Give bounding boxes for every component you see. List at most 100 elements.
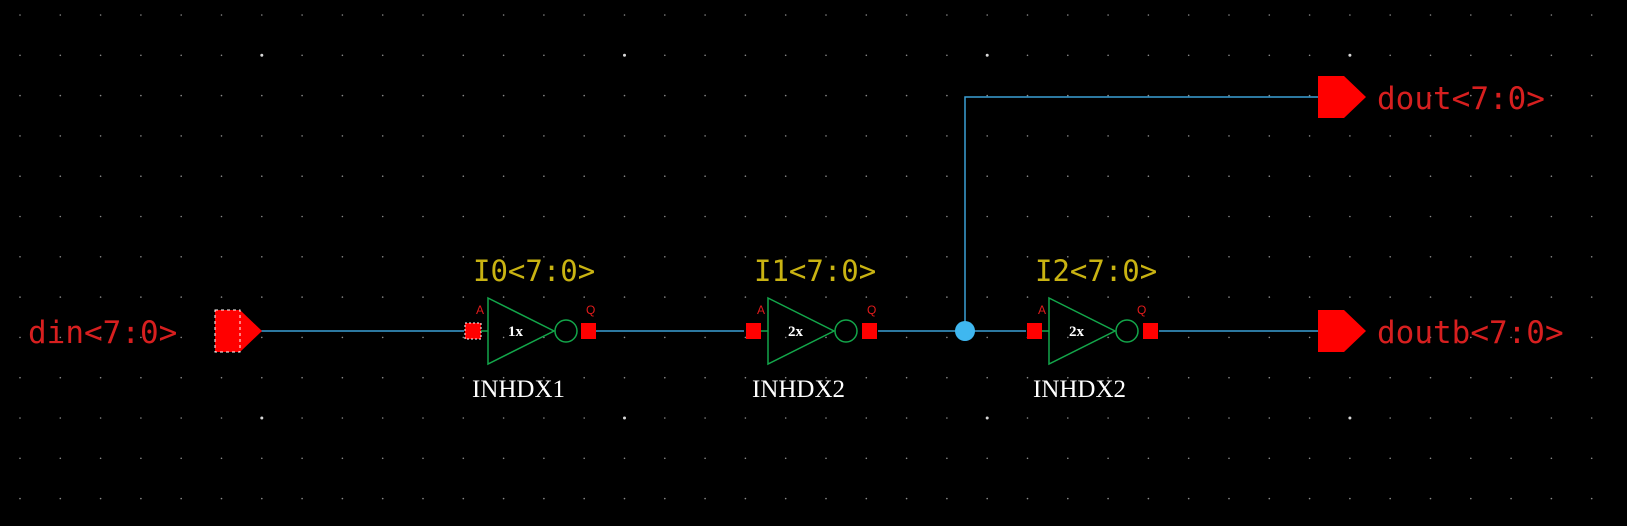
inverter-bubble xyxy=(834,319,858,343)
input-pin-a[interactable] xyxy=(746,323,761,339)
grid-dot xyxy=(825,94,827,97)
grid-dot xyxy=(502,94,505,97)
grid-dot xyxy=(1550,376,1553,379)
grid-dot xyxy=(1228,14,1230,16)
grid-dot xyxy=(543,175,545,177)
grid-dot xyxy=(784,54,787,57)
grid-dot xyxy=(543,135,545,137)
grid-dot xyxy=(301,336,303,339)
grid-dot xyxy=(99,255,102,258)
grid-dot xyxy=(381,457,384,460)
grid-dot xyxy=(784,175,787,177)
inverter-instance-i1[interactable]: I1<7:0> A Q 2x INHDX2 xyxy=(746,254,877,403)
grid-dot xyxy=(180,175,182,177)
grid-dot xyxy=(1308,457,1311,460)
inverter-instance-i0[interactable]: I0<7:0> A Q 1x INHDX1 xyxy=(464,254,596,403)
grid-dot xyxy=(905,54,908,57)
grid-dot xyxy=(19,175,21,177)
grid-dot xyxy=(462,175,465,177)
grid-dot xyxy=(1510,14,1512,16)
grid-dot xyxy=(1026,296,1029,298)
pin-label-q: Q xyxy=(1137,303,1146,317)
grid-dot xyxy=(704,336,706,339)
grid-dot xyxy=(59,336,62,339)
pin-label-a: A xyxy=(476,303,484,317)
grid-dot xyxy=(341,457,344,460)
cell-name: INHDX2 xyxy=(1033,376,1126,403)
grid-dot xyxy=(140,376,142,379)
grid-dot xyxy=(704,296,706,298)
input-pin-a[interactable] xyxy=(465,323,481,339)
grid-dot xyxy=(422,296,424,298)
grid-dot xyxy=(180,296,182,298)
output-port-doutb[interactable]: doutb<7:0> xyxy=(1318,310,1564,352)
output-port-dout[interactable]: dout<7:0> xyxy=(1318,76,1545,118)
grid-dot xyxy=(381,94,384,97)
grid-dot xyxy=(946,14,948,16)
grid-dot xyxy=(1429,94,1432,97)
grid-dot xyxy=(59,296,62,298)
grid-dot xyxy=(59,457,62,460)
grid-dot xyxy=(381,14,384,16)
grid-dot xyxy=(704,54,706,57)
grid-dot xyxy=(825,135,827,137)
grid-dot xyxy=(946,255,948,258)
grid-dot xyxy=(583,376,585,379)
grid-dot xyxy=(1147,54,1150,57)
grid-dot xyxy=(1470,175,1472,177)
grid-major-dot xyxy=(260,53,264,57)
grid-dot xyxy=(19,94,21,97)
grid-dot xyxy=(865,255,868,258)
grid-dot xyxy=(1349,215,1351,218)
grid-dot xyxy=(986,296,988,298)
grid-dot xyxy=(1429,14,1432,16)
grid-dot xyxy=(180,417,182,419)
grid-dot xyxy=(462,296,465,298)
output-pin-q[interactable] xyxy=(862,323,877,339)
grid-dot xyxy=(220,94,223,97)
input-pin-a[interactable] xyxy=(1027,323,1042,339)
grid-dot xyxy=(381,497,384,500)
grid-dot xyxy=(301,457,303,460)
grid-dot xyxy=(19,14,21,16)
grid-dot xyxy=(1187,376,1190,379)
grid-dot xyxy=(623,376,626,379)
grid-dot xyxy=(261,336,263,339)
grid-dot xyxy=(986,94,988,97)
grid-dot xyxy=(59,54,62,57)
grid-dot xyxy=(1187,54,1190,57)
output-pin-q[interactable] xyxy=(1143,323,1158,339)
grid-dot xyxy=(744,376,747,379)
grid-dot xyxy=(704,94,706,97)
grid-dot xyxy=(865,376,868,379)
grid-dot xyxy=(664,215,666,218)
grid-dot xyxy=(1349,457,1351,460)
grid-dot xyxy=(341,255,344,258)
output-pin-q[interactable] xyxy=(581,323,596,339)
grid-dot xyxy=(1349,255,1351,258)
inverter-instance-i2[interactable]: I2<7:0> A Q 2x INHDX2 xyxy=(1027,254,1158,403)
grid-dot xyxy=(1268,54,1271,57)
grid-dot xyxy=(1470,376,1472,379)
grid-dot xyxy=(946,94,948,97)
inverter-triangle xyxy=(487,296,556,366)
grid-dot xyxy=(180,14,182,16)
pin-label-a: A xyxy=(1038,303,1046,317)
grid-dot xyxy=(744,457,747,460)
grid-dot xyxy=(261,94,263,97)
net-dout-branch[interactable] xyxy=(964,96,1318,331)
grid-dot xyxy=(1349,376,1351,379)
grid-dot xyxy=(1187,296,1190,298)
grid-dot xyxy=(1026,376,1029,379)
grid-dot xyxy=(422,497,424,500)
grid-dot xyxy=(1187,457,1190,460)
grid-dot xyxy=(1470,215,1472,218)
grid-dot xyxy=(1067,376,1069,379)
input-port-din[interactable]: din<7:0> xyxy=(28,309,262,353)
grid-dot xyxy=(1067,14,1069,16)
grid-dot xyxy=(19,135,21,137)
grid-dot xyxy=(1389,296,1391,298)
grid-dot xyxy=(865,14,868,16)
grid-dot xyxy=(462,94,465,97)
